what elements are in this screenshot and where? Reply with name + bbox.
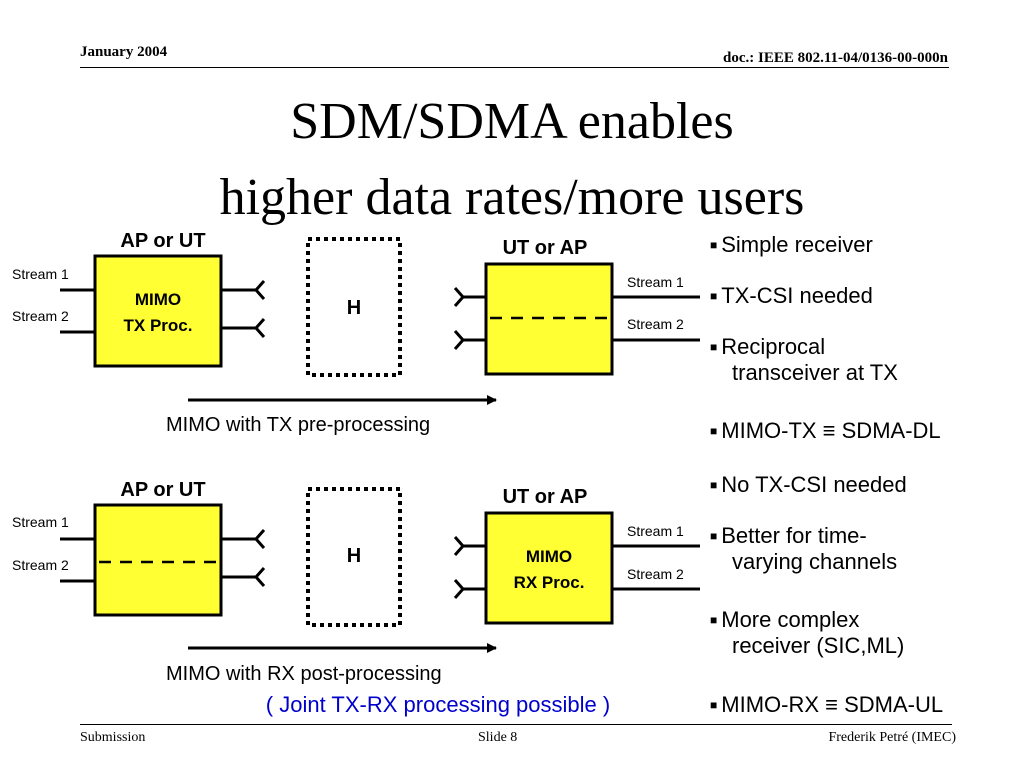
top-tx-box-line1: MIMO bbox=[135, 290, 181, 309]
bottom-tx-box bbox=[93, 503, 223, 617]
bottom-rx-antenna1-icon bbox=[453, 536, 466, 556]
top-tx-antenna2-icon bbox=[253, 318, 266, 338]
top-rx-stream1: Stream 1 bbox=[627, 274, 684, 290]
bullet-text: Simple receiver bbox=[721, 232, 873, 257]
bullet-item: ■Better for time- varying channels bbox=[710, 523, 897, 575]
slide-title-line1: SDM/SDMA enables bbox=[290, 93, 734, 150]
bottom-channel-label: H bbox=[347, 545, 361, 567]
top-tx-label: AP or UT bbox=[120, 230, 205, 252]
bottom-rx-stream2: Stream 2 bbox=[627, 566, 684, 582]
bullet-square-icon: ■ bbox=[710, 340, 718, 354]
bullet-square-icon: ■ bbox=[710, 613, 718, 627]
top-tx-stream2: Stream 2 bbox=[12, 308, 69, 324]
bullet-item: ■Reciprocal transceiver at TX bbox=[710, 334, 898, 386]
top-rx-box bbox=[484, 262, 614, 376]
footer-author: Frederik Petré (IMEC) bbox=[828, 730, 956, 745]
header-doc-id: doc.: IEEE 802.11-04/0136-00-000n bbox=[722, 50, 948, 66]
top-rx-antenna2-icon bbox=[453, 330, 466, 350]
footer-rule bbox=[80, 724, 952, 725]
bottom-rx-box-line2: RX Proc. bbox=[514, 573, 585, 592]
bottom-tx-label: AP or UT bbox=[120, 479, 205, 501]
bottom-rx-box-line1: MIMO bbox=[526, 547, 572, 566]
footer-slide-number: Slide 8 bbox=[478, 730, 518, 745]
bottom-caption: MIMO with RX post-processing bbox=[166, 663, 442, 685]
bullet-square-icon: ■ bbox=[710, 289, 718, 303]
footer-submission: Submission bbox=[80, 730, 146, 745]
top-channel-box bbox=[306, 237, 402, 377]
top-rx-stream2: Stream 2 bbox=[627, 316, 684, 332]
bullet-square-icon: ■ bbox=[710, 698, 718, 712]
top-diagram: AP or UT MIMO TX Proc. Stream 1 Stream 2… bbox=[12, 230, 700, 436]
bottom-rx-stream1: Stream 1 bbox=[627, 523, 684, 539]
top-tx-stream1: Stream 1 bbox=[12, 266, 69, 282]
bullet-text: Better for time- bbox=[721, 523, 867, 548]
top-tx-box bbox=[93, 254, 223, 368]
bullet-text-continued: transceiver at TX bbox=[732, 360, 898, 385]
slide-title-line2: higher data rates/more users bbox=[219, 169, 805, 226]
top-rx-label: UT or AP bbox=[503, 237, 588, 259]
top-tx-box-line2: TX Proc. bbox=[124, 316, 193, 335]
bullet-text: More complex bbox=[721, 607, 860, 632]
bottom-tx-antenna2-icon bbox=[253, 567, 266, 587]
bottom-tx-stream2: Stream 2 bbox=[12, 557, 69, 573]
header-date: January 2004 bbox=[80, 44, 168, 60]
bottom-tx-antenna1-icon bbox=[253, 529, 266, 549]
bottom-rx-antenna2-icon bbox=[453, 579, 466, 599]
header-rule bbox=[80, 67, 949, 68]
bullet-text: No TX-CSI needed bbox=[721, 472, 907, 497]
bullet-square-icon: ■ bbox=[710, 529, 718, 543]
bullet-text-continued: receiver (SIC,ML) bbox=[732, 633, 905, 658]
bullet-item: ■More complex receiver (SIC,ML) bbox=[710, 607, 904, 659]
bottom-rx-box bbox=[484, 511, 614, 625]
top-caption: MIMO with TX pre-processing bbox=[166, 414, 430, 436]
bullet-item: ■MIMO-TX ≡ SDMA-DL bbox=[710, 418, 941, 444]
top-tx-antenna1-icon bbox=[253, 280, 266, 300]
bullet-square-icon: ■ bbox=[710, 424, 718, 438]
bullet-text-continued: varying channels bbox=[732, 549, 898, 574]
bullet-item: ■TX-CSI needed bbox=[710, 283, 873, 309]
bottom-tx-stream1: Stream 1 bbox=[12, 514, 69, 530]
bottom-rx-label: UT or AP bbox=[503, 486, 588, 508]
bullet-text: Reciprocal bbox=[721, 334, 826, 359]
bullet-square-icon: ■ bbox=[710, 238, 718, 252]
bottom-diagram: AP or UT Stream 1 Stream 2 H UT or AP MI… bbox=[12, 479, 700, 717]
bottom-channel-box bbox=[306, 487, 402, 627]
bullet-text: MIMO-RX ≡ SDMA-UL bbox=[721, 692, 944, 717]
bullet-text: MIMO-TX ≡ SDMA-DL bbox=[721, 418, 941, 443]
bullet-text: TX-CSI needed bbox=[721, 283, 873, 308]
bullet-item: ■MIMO-RX ≡ SDMA-UL bbox=[710, 692, 943, 718]
bullet-square-icon: ■ bbox=[710, 478, 718, 492]
bullet-item: ■No TX-CSI needed bbox=[710, 472, 907, 498]
top-channel-label: H bbox=[347, 297, 361, 319]
top-rx-antenna1-icon bbox=[453, 287, 466, 307]
bullet-item: ■Simple receiver bbox=[710, 232, 873, 258]
joint-processing-note: ( Joint TX-RX processing possible ) bbox=[266, 692, 610, 717]
